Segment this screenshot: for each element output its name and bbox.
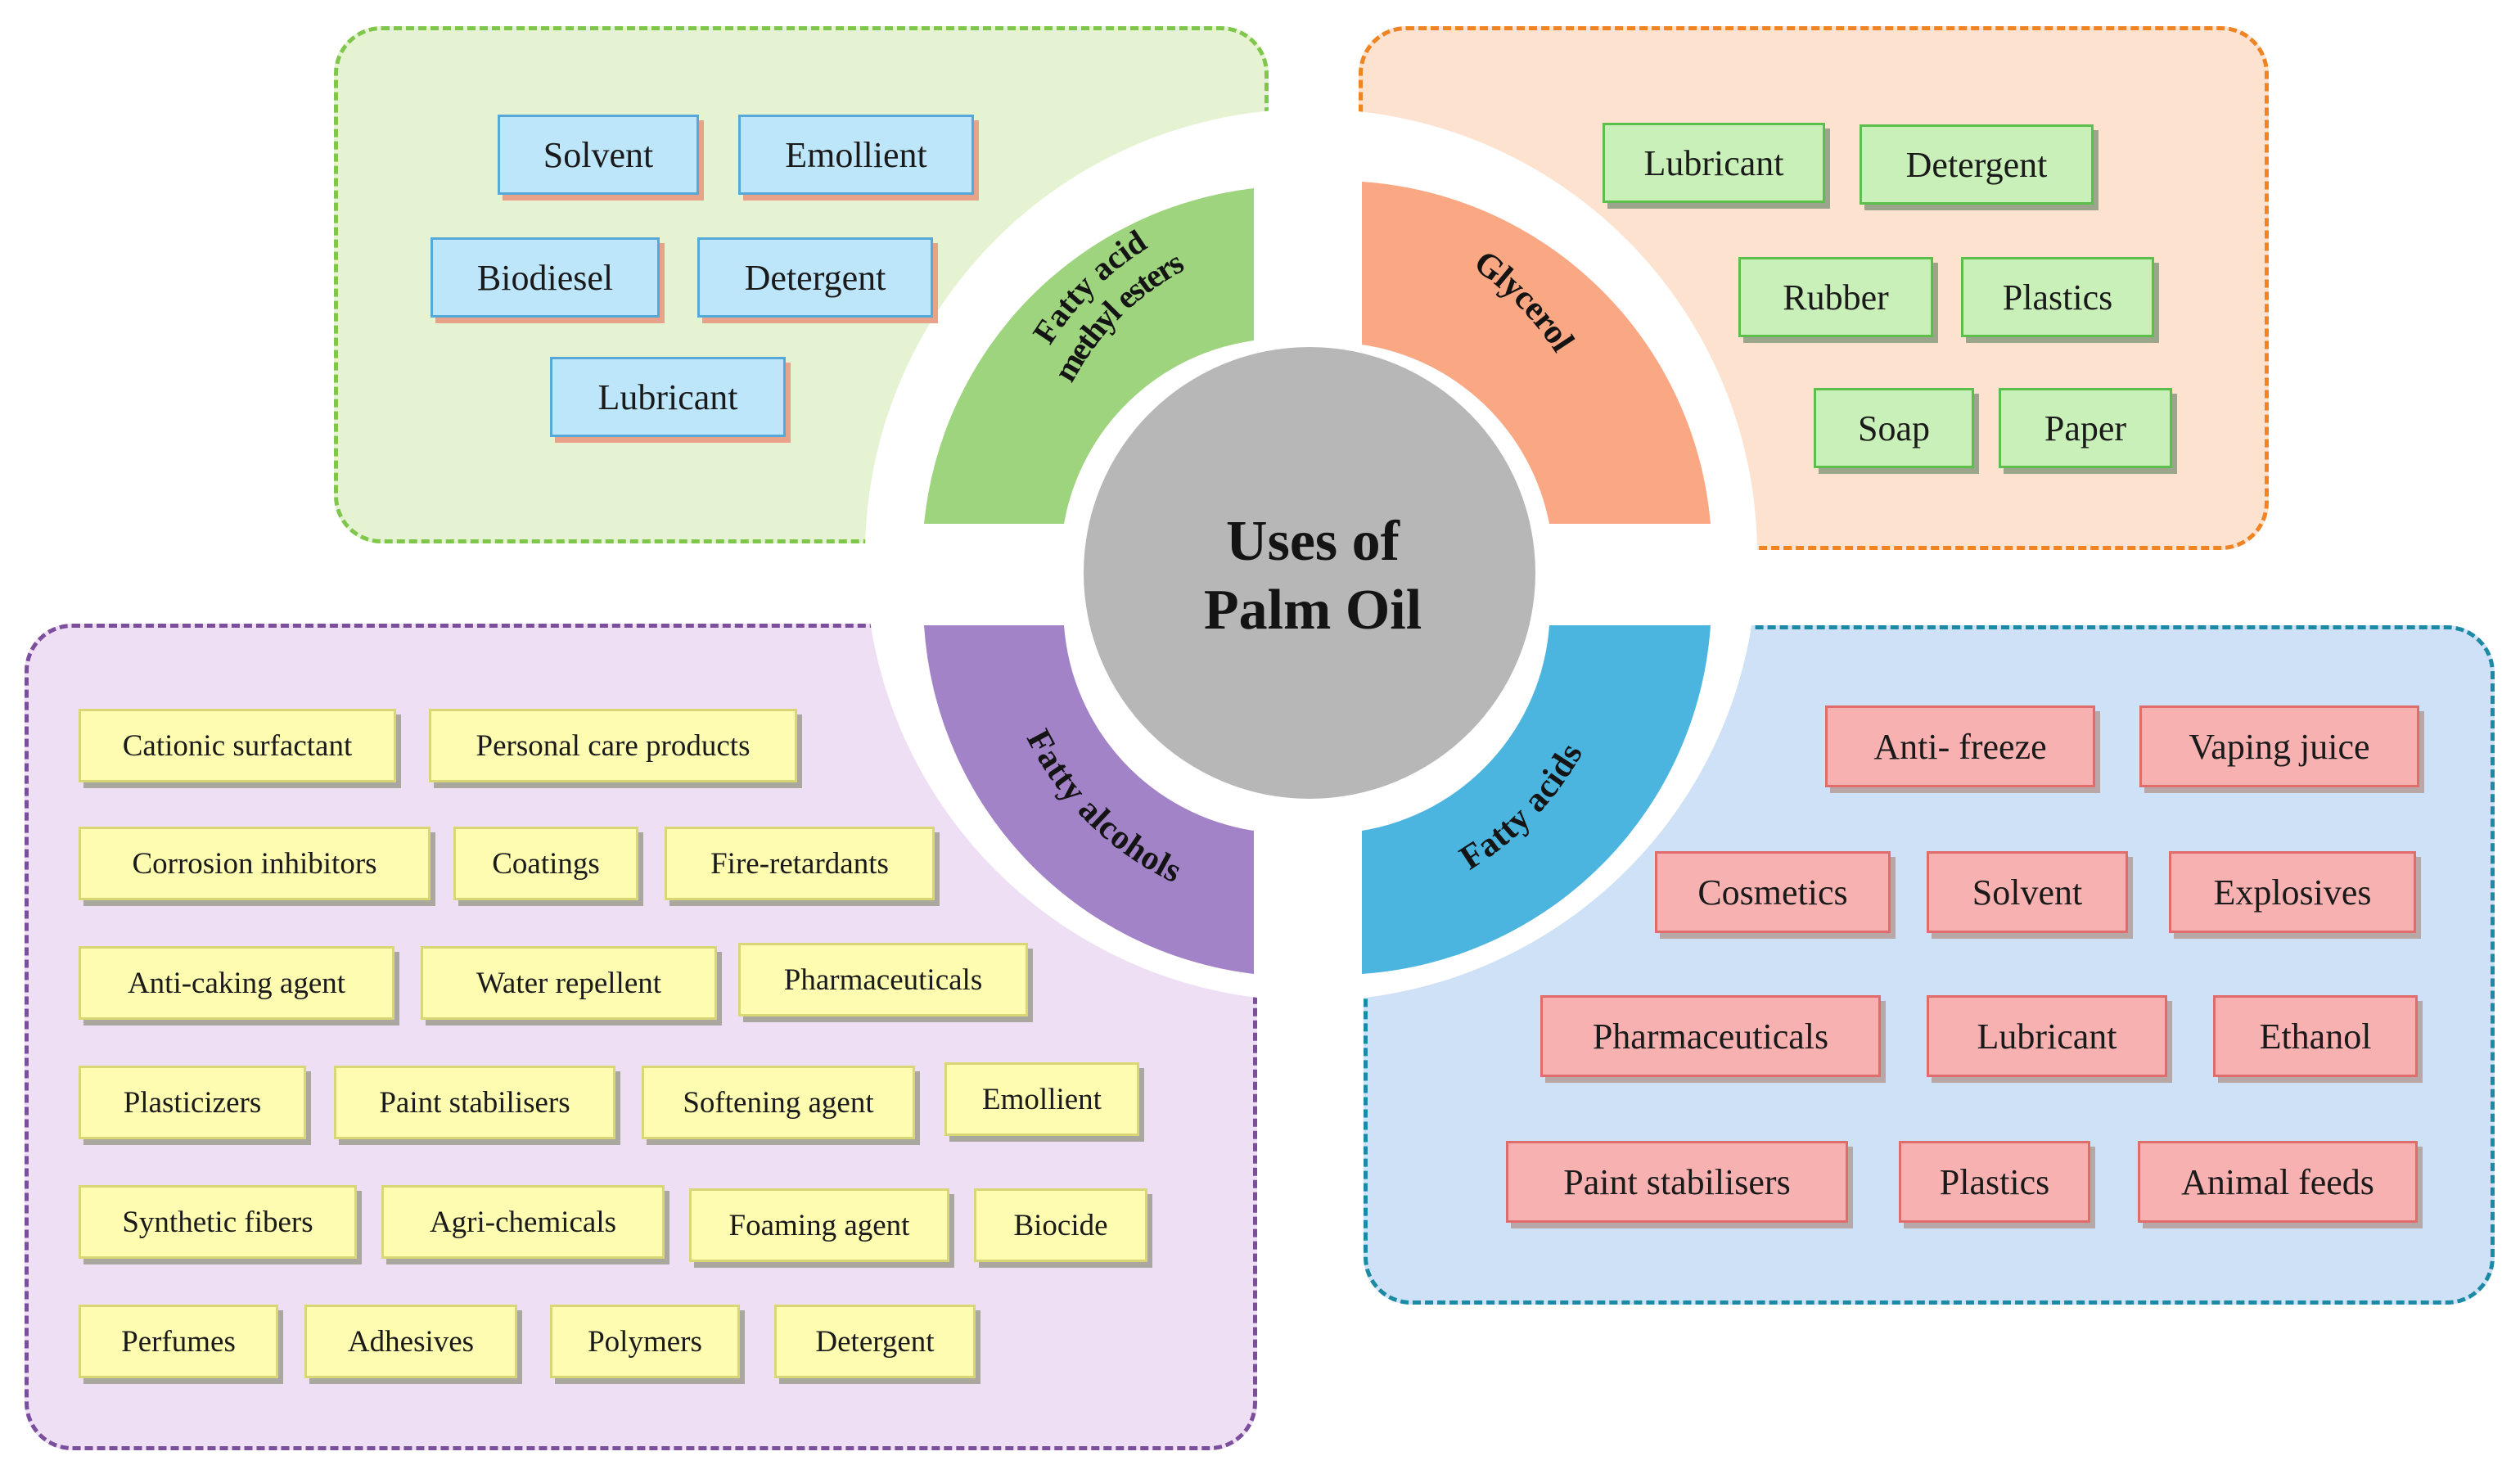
fatty-alcohols-item: Coatings: [453, 827, 638, 900]
glycerol-item-plastics: Plastics: [1961, 257, 2154, 337]
center-title-line-2: Palm Oil: [1203, 579, 1422, 642]
fatty-alcohols-item: Detergent: [774, 1305, 976, 1378]
fatty-alcohols-item: Plasticizers: [79, 1066, 306, 1139]
glycerol-item-rubber: Rubber: [1738, 257, 1933, 337]
fatty-alcohols-item: Adhesives: [304, 1305, 517, 1378]
fatty-alcohols-item: Anti-caking agent: [79, 946, 394, 1020]
fatty-alcohols-item: Paint stabilisers: [334, 1066, 615, 1139]
center-title-line-1: Uses of: [1226, 510, 1400, 573]
fame-item-lubricant: Lubricant: [550, 357, 786, 437]
glycerol-item-soap: Soap: [1814, 388, 1974, 468]
fatty-acids-item: Cosmetics: [1655, 851, 1891, 933]
fatty-acids-item: Ethanol: [2213, 995, 2418, 1077]
fatty-acids-item: Solvent: [1927, 851, 2128, 933]
fatty-alcohols-item: Agri-chemicals: [381, 1185, 665, 1259]
fame-item-emollient: Emollient: [738, 115, 974, 195]
fatty-alcohols-item: Pharmaceuticals: [738, 943, 1028, 1016]
fame-item-detergent: Detergent: [697, 237, 933, 318]
fatty-acids-item: Lubricant: [1927, 995, 2167, 1077]
fatty-alcohols-item: Perfumes: [79, 1305, 278, 1378]
fatty-alcohols-item: Biocide: [974, 1188, 1147, 1262]
fatty-acids-item: Pharmaceuticals: [1540, 995, 1881, 1077]
fatty-acids-item: Animal feeds: [2138, 1141, 2418, 1223]
fame-item-biodiesel: Biodiesel: [431, 237, 660, 318]
fatty-acids-item: Plastics: [1899, 1141, 2090, 1223]
glycerol-item-paper: Paper: [1999, 388, 2172, 468]
glycerol-item-detergent: Detergent: [1860, 124, 2094, 205]
glycerol-item-lubricant: Lubricant: [1603, 123, 1825, 203]
fatty-alcohols-item: Water repellent: [421, 946, 717, 1020]
fame-item-solvent: Solvent: [498, 115, 699, 195]
fatty-acid-methyl-esters-wedge: [924, 188, 1254, 524]
fatty-alcohols-item: Softening agent: [642, 1066, 915, 1139]
fatty-alcohols-item: Polymers: [550, 1305, 740, 1378]
fatty-acids-wedge: [1362, 625, 1711, 974]
fatty-alcohols-item: Corrosion inhibitors: [79, 827, 431, 900]
fatty-alcohols-item: Cationic surfactant: [79, 709, 396, 782]
fatty-alcohols-item: Fire-retardants: [665, 827, 935, 900]
fatty-acids-item: Paint stabilisers: [1506, 1141, 1848, 1223]
fatty-alcohols-item: Emollient: [944, 1062, 1139, 1136]
fatty-acids-item: Anti- freeze: [1825, 705, 2095, 787]
fatty-alcohols-wedge: [924, 625, 1254, 974]
fatty-alcohols-item: Personal care products: [429, 709, 797, 782]
fatty-alcohols-item: Synthetic fibers: [79, 1185, 357, 1259]
glycerol-wedge: [1362, 182, 1711, 524]
center-title: Uses of Palm Oil: [1093, 507, 1532, 642]
center-circle: [1084, 347, 1535, 799]
fatty-acids-item: Explosives: [2169, 851, 2416, 933]
fatty-alcohols-item: Foaming agent: [689, 1188, 949, 1262]
fatty-acids-item: Vaping juice: [2139, 705, 2419, 787]
